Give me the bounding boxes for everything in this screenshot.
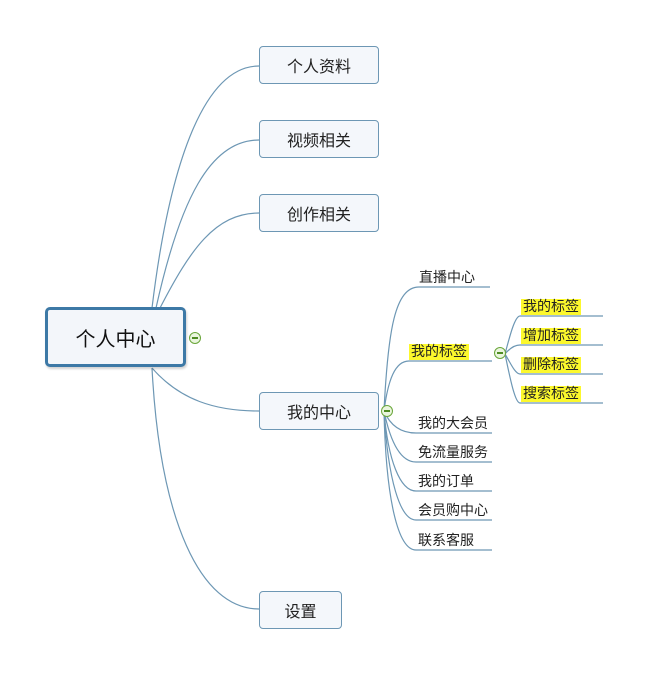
link-root-creation [159, 212, 260, 309]
branch-my-center[interactable]: 我的中心 [259, 392, 379, 430]
branch-settings-label: 设置 [284, 602, 317, 621]
branch-my-center-label: 我的中心 [286, 403, 351, 422]
branch-profile[interactable]: 个人资料 [259, 46, 379, 84]
branch-video[interactable]: 视频相关 [259, 120, 379, 158]
node-tag-view-label: 我的标签 [523, 299, 579, 315]
node-tag-add[interactable]: 增加标签 [521, 328, 581, 344]
node-tag-delete-label: 删除标签 [523, 357, 579, 373]
node-orders-label: 我的订单 [418, 474, 474, 490]
node-member-shop[interactable]: 会员购中心 [418, 503, 488, 519]
link-root-profile [151, 65, 260, 309]
node-live-label: 直播中心 [419, 270, 475, 286]
node-free-data-label: 免流量服务 [418, 445, 488, 461]
link-root-video [155, 139, 260, 309]
link-tag-4 [504, 353, 603, 404]
branch-creation-label: 创作相关 [286, 205, 351, 224]
link-mc-free [383, 410, 492, 463]
node-support-label: 联系客服 [418, 533, 474, 549]
link-mc-orders [383, 410, 492, 492]
node-live[interactable]: 直播中心 [419, 270, 475, 286]
link-mc-shop [383, 410, 492, 521]
node-tag-add-label: 增加标签 [523, 328, 579, 344]
node-my-tags[interactable]: 我的标签 [409, 344, 469, 360]
node-support[interactable]: 联系客服 [418, 533, 474, 549]
branch-video-label: 视频相关 [286, 131, 351, 150]
link-mc-live [383, 286, 490, 412]
node-vip[interactable]: 我的大会员 [418, 416, 488, 432]
link-root-mycenter [151, 367, 260, 412]
branch-profile-label: 个人资料 [286, 57, 351, 76]
collapse-icon[interactable] [189, 332, 201, 344]
node-orders[interactable]: 我的订单 [418, 474, 474, 490]
link-tag-3 [504, 353, 603, 375]
link-mc-support [383, 410, 492, 551]
link-root-settings [151, 367, 260, 610]
collapse-icon[interactable] [381, 405, 393, 417]
root-node[interactable]: 个人中心 [45, 307, 186, 367]
root-label: 个人中心 [75, 326, 156, 351]
node-tag-search[interactable]: 搜索标签 [521, 386, 581, 402]
link-tag-1 [504, 315, 603, 355]
node-tag-delete[interactable]: 删除标签 [521, 357, 581, 373]
node-vip-label: 我的大会员 [418, 416, 488, 432]
link-tag-2 [504, 344, 603, 355]
node-member-shop-label: 会员购中心 [418, 503, 488, 519]
branch-creation[interactable]: 创作相关 [259, 194, 379, 232]
node-free-data[interactable]: 免流量服务 [418, 445, 488, 461]
node-my-tags-label: 我的标签 [411, 344, 467, 360]
branch-settings[interactable]: 设置 [259, 591, 342, 629]
collapse-icon[interactable] [494, 347, 506, 359]
node-tag-search-label: 搜索标签 [523, 386, 579, 402]
link-mc-tags [383, 360, 492, 412]
node-tag-view[interactable]: 我的标签 [521, 299, 581, 315]
